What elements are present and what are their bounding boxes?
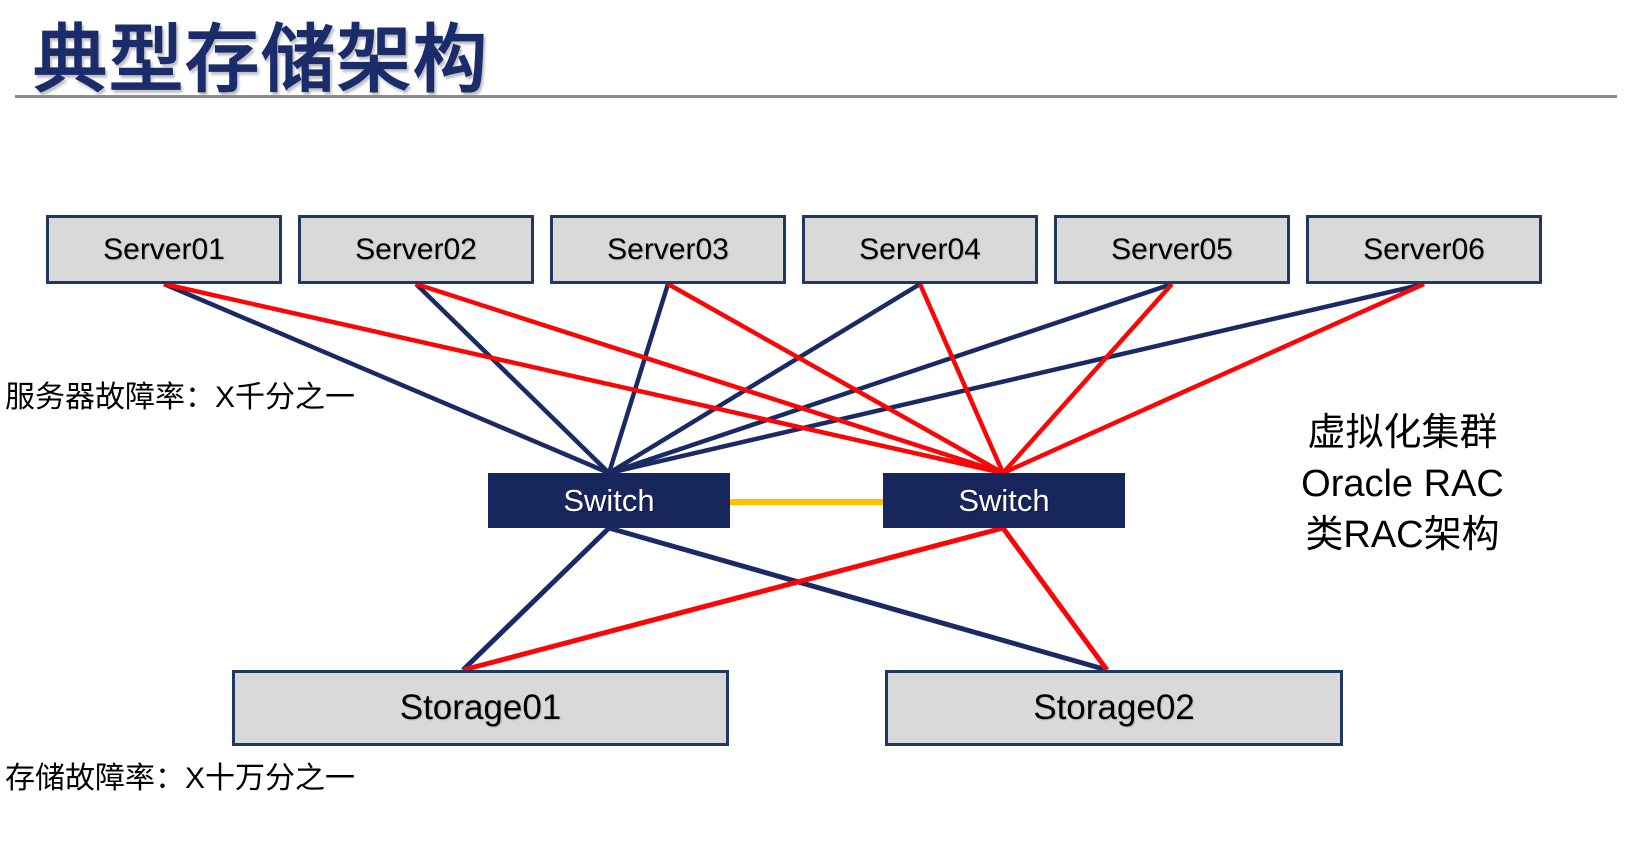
slide-title: 典型存储架构 [33,18,489,101]
storage02-label: Storage02 [1033,688,1195,727]
link-switch-left-storage01 [461,526,611,672]
switch-left-box: Switch [488,473,730,528]
cluster-note-line-3: 类RAC架构 [1305,513,1500,556]
server03-label: Server03 [607,232,729,266]
server04-label: Server04 [859,232,981,266]
link-server06-switch-left [608,281,1425,476]
storage02-box: Storage02 [885,670,1343,746]
link-server04-switch-left [607,282,922,475]
cluster-note-line-2: Oracle RAC [1301,462,1504,505]
link-server01-switch-left [163,281,610,476]
server03-box: Server03 [550,215,786,284]
storage01-box: Storage01 [232,670,729,746]
server05-box: Server05 [1054,215,1290,284]
storage01-label: Storage01 [399,688,562,727]
switch-left-label: Switch [563,482,655,518]
server05-label: Server05 [1111,232,1233,266]
link-server04-switch-right [917,283,1006,474]
server06-box: Server06 [1306,215,1542,284]
link-server02-switch-left [414,282,611,475]
link-server01-switch-right [163,281,1004,476]
link-server03-switch-left [606,283,671,474]
server06-label: Server06 [1363,232,1485,266]
server02-label: Server02 [355,232,477,266]
cluster-architecture-note: 虚拟化集群 Oracle RAC 类RAC架构 [1280,408,1525,561]
link-server05-switch-right [1001,282,1174,475]
server01-box: Server01 [46,215,282,284]
server01-label: Server01 [103,232,225,266]
link-server02-switch-right [415,281,1004,476]
server04-box: Server04 [802,215,1038,284]
switch-right-label: Switch [958,482,1050,518]
link-server05-switch-left [608,281,1173,476]
link-switch-right-storage02 [1000,526,1110,672]
server02-box: Server02 [298,215,534,284]
title-divider-line [15,95,1617,98]
link-switch-left-storage02 [608,525,1108,673]
cluster-note-line-1: 虚拟化集群 [1307,412,1498,454]
link-server06-switch-right [1002,281,1425,476]
switch-right-box: Switch [883,473,1125,528]
server-failure-rate-note: 服务器故障率：X千分之一 [5,381,356,414]
link-server03-switch-right [666,282,1005,475]
link-switch-right-storage01 [462,525,1004,673]
storage-failure-rate-note: 存储故障率：X十万分之一 [5,762,356,795]
